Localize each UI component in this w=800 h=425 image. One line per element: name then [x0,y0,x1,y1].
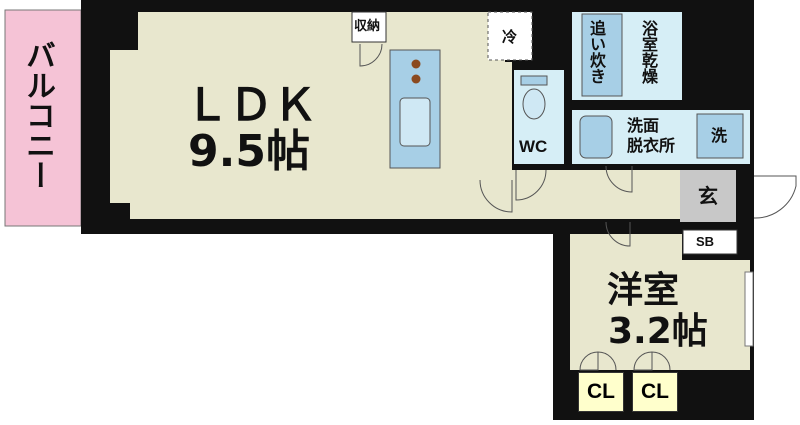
washer-space [696,113,744,159]
storage-closet [351,11,387,43]
toilet-bowl-icon [522,88,546,120]
front-door-swing [753,175,797,219]
western-room-upper [570,234,682,264]
closet-door-swing [579,351,617,371]
ldk-door-swing [479,179,513,213]
toilet-tank-icon [520,75,548,86]
balcony-area [4,9,82,227]
reheat-panel [581,13,623,97]
pillar-ldk-bottom-left [110,203,130,219]
bath-dry-label: 浴室乾燥 [639,20,658,84]
shoe-box [682,229,738,255]
stove-burner-icon [411,59,421,69]
stove-burner-icon [411,74,421,84]
washbasin-icon [579,115,613,159]
hallway-floor [512,170,680,219]
storage-label: 収納 [354,19,381,34]
kitchen-sink-icon [399,97,431,147]
fridge-space [487,11,533,61]
western-name-label: 洋室 [607,270,680,311]
pillar-ldk-top-left [110,12,138,50]
western-window [744,271,754,347]
storage-door-swing [359,43,383,67]
washer-label: 洗 [711,126,728,145]
washroom-label-line1: 洗面 [627,116,660,135]
balcony-label: バルコニー [20,40,55,190]
shoe-box-label: SB [696,234,715,249]
ldk-size-label: 9.5帖 [188,126,310,177]
closet-1: CL [578,372,624,412]
western-door-swing [605,221,631,247]
ldk-floor [110,12,668,219]
reheat-label: 追い炊き [587,20,606,84]
closet-2: CL [632,372,678,412]
western-size-label: 3.2帖 [608,311,708,352]
entrance-floor [680,170,736,222]
washroom-label-line2: 脱衣所 [627,136,676,155]
ldk-name-label: ＬＤＫ [185,80,317,131]
wc-label: WC [519,137,548,156]
entrance-label: 玄 [698,184,718,208]
washroom-door-swing [605,165,633,193]
fridge-label: 冷 [502,28,518,46]
closet-door-swing [633,351,671,371]
wc-door-swing [515,169,547,201]
